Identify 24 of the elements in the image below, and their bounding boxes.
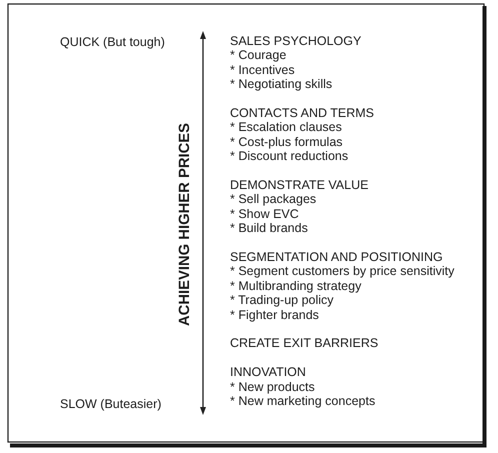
bullet-item: * New marketing concepts xyxy=(230,394,376,408)
section-heading: SEGMENTATION AND POSITIONING xyxy=(230,250,443,264)
bullet-item: * Multibranding strategy xyxy=(230,278,362,293)
bullet-item: * Build brands xyxy=(230,221,308,236)
bullet-item: * New products xyxy=(230,380,315,394)
bullet-item: * Sell packages xyxy=(230,192,316,206)
bullet-item: * Escalation clauses xyxy=(230,120,342,134)
axis-label: ACHIEVING HIGHER PRICES xyxy=(176,122,194,326)
bullet-item: * Negotiating skills xyxy=(230,77,332,92)
section-heading: CONTACTS AND TERMS xyxy=(230,106,374,120)
axis-end-label: SLOW (Buteasier) xyxy=(60,397,162,411)
bullet-item: * Discount reductions xyxy=(230,149,348,164)
section-heading: SALES PSYCHOLOGY xyxy=(230,34,362,48)
section-heading: INNOVATION xyxy=(230,365,306,380)
section-heading: DEMONSTRATE VALUE xyxy=(230,178,368,192)
bullet-item: * Cost-plus formulas xyxy=(230,134,343,149)
bullet-item: * Incentives xyxy=(230,62,295,77)
bullet-item: * Show EVC xyxy=(230,206,299,221)
bullet-item: * Segment customers by price sensitivity xyxy=(230,264,454,278)
section-heading: CREATE EXIT BARRIERS xyxy=(230,336,378,350)
bullet-item: * Trading-up policy xyxy=(230,293,334,308)
axis-end-label: QUICK (But tough) xyxy=(60,35,165,49)
bullet-item: * Courage xyxy=(230,48,286,62)
bullet-item: * Fighter brands xyxy=(230,308,319,322)
